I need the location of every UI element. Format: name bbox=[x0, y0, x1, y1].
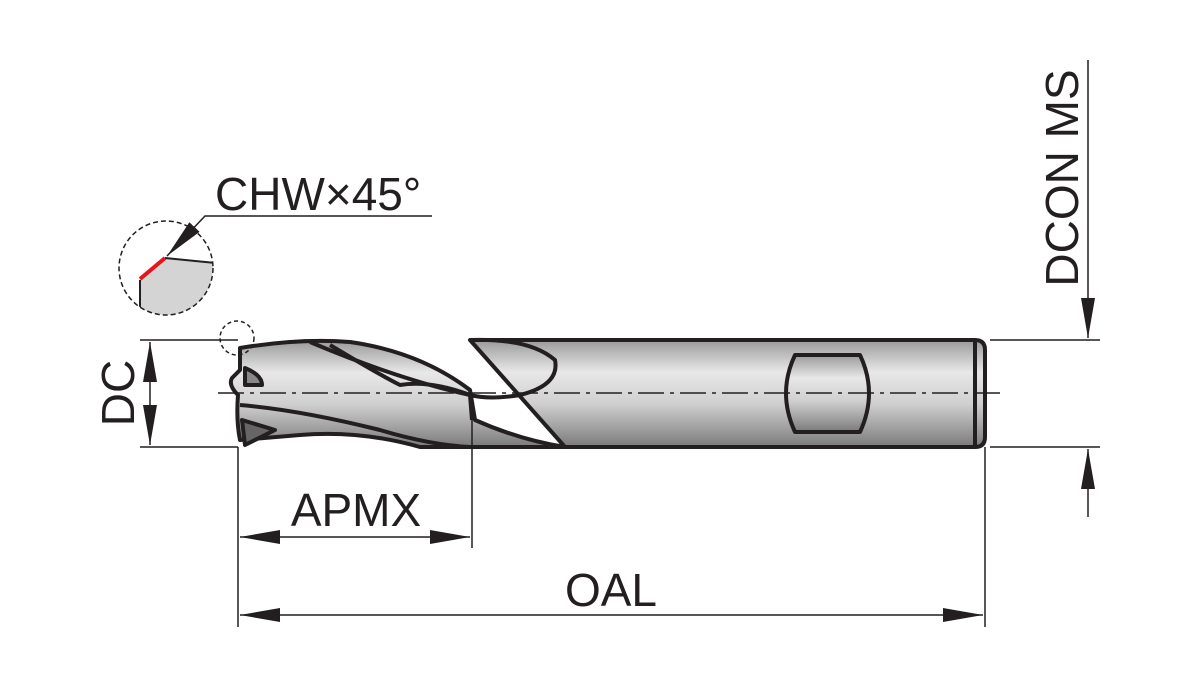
flute-lip bbox=[328, 337, 558, 400]
apmx-label: APMX bbox=[291, 484, 421, 536]
chamfer-label: CHW×45° bbox=[215, 168, 421, 220]
dc-label: DC bbox=[92, 360, 144, 426]
dcon-dimension: DCON MS bbox=[990, 60, 1100, 517]
tip-relief bbox=[240, 418, 277, 447]
flutes bbox=[228, 338, 567, 449]
chamfer-highlight bbox=[138, 256, 167, 281]
tip-relief-2 bbox=[243, 366, 264, 387]
oal-label: OAL bbox=[565, 564, 657, 616]
dcon-label: DCON MS bbox=[1036, 69, 1088, 286]
end-mill-body bbox=[228, 337, 987, 449]
dc-dimension: DC bbox=[92, 339, 238, 448]
helix-2 bbox=[239, 403, 471, 449]
chamfer-detail: CHW×45° bbox=[118, 168, 432, 356]
length-dimensions: APMX OAL bbox=[237, 420, 986, 627]
